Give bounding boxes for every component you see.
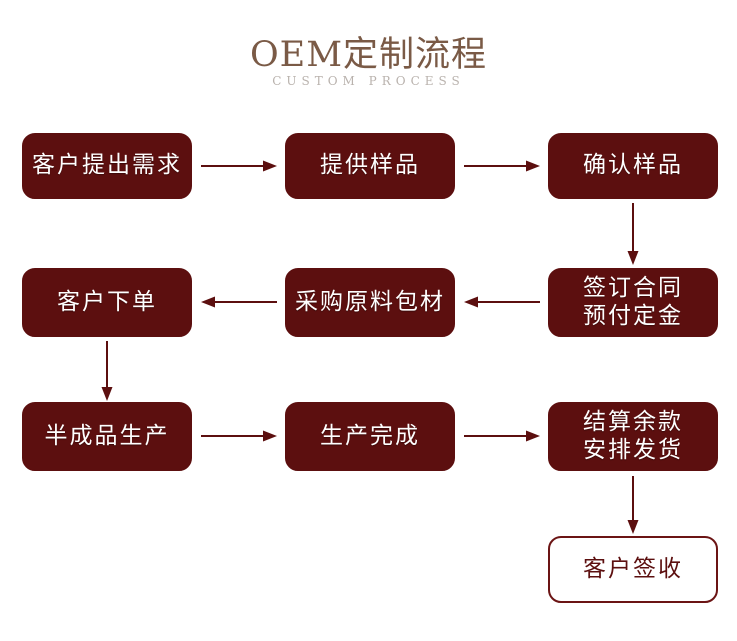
flow-node-customer-receipt[interactable]: 客户签收 [548, 536, 718, 603]
page-subtitle: CUSTOM PROCESS [272, 74, 465, 88]
flow-node-provide-sample[interactable]: 提供样品 [285, 133, 455, 199]
flow-node-settle-balance-ship[interactable]: 结算余款 安排发货 [548, 402, 718, 471]
arrow-right-n1-n2 [201, 157, 277, 175]
flow-node-customer-place-order[interactable]: 客户下单 [22, 268, 192, 337]
arrow-right-n7-n8 [201, 427, 277, 445]
flow-node-production-complete[interactable]: 生产完成 [285, 402, 455, 471]
arrow-down-n9-n10 [624, 476, 642, 534]
arrow-down-n3-n4 [624, 203, 642, 265]
arrow-left-n5-n6 [201, 293, 277, 311]
page-title: OEM定制流程 [249, 35, 488, 75]
flow-node-confirm-sample[interactable]: 确认样品 [548, 133, 718, 199]
arrow-down-n6-n7 [98, 341, 116, 401]
flow-node-semifinished-production[interactable]: 半成品生产 [22, 402, 192, 471]
flow-node-purchase-materials[interactable]: 采购原料包材 [285, 268, 455, 337]
arrow-right-n8-n9 [464, 427, 540, 445]
flow-node-sign-contract-deposit[interactable]: 签订合同 预付定金 [548, 268, 718, 337]
arrow-right-n2-n3 [464, 157, 540, 175]
flow-node-customer-request[interactable]: 客户提出需求 [22, 133, 192, 199]
arrow-left-n4-n5 [464, 293, 540, 311]
